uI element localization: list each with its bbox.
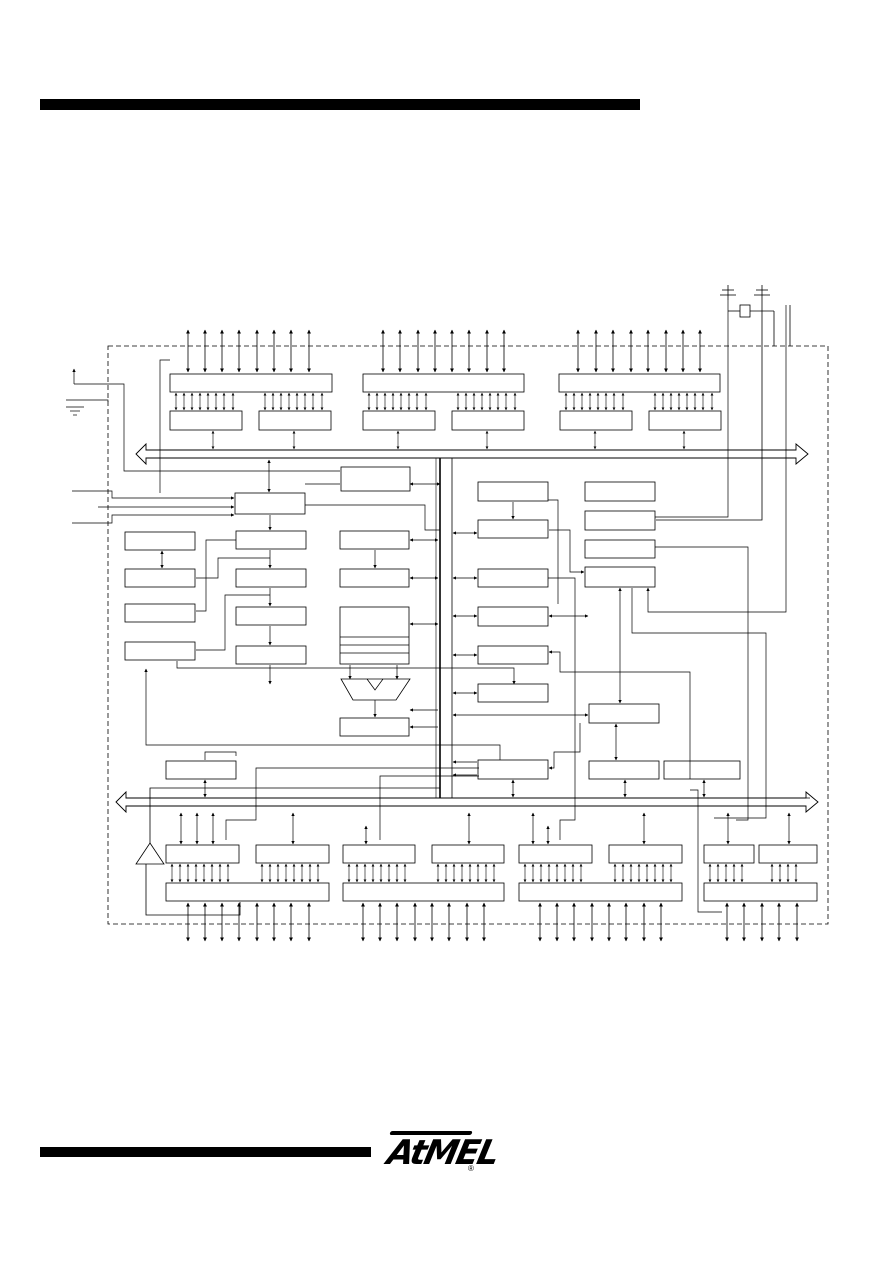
center-blocks xyxy=(339,466,411,737)
buffer-triangle-icon xyxy=(135,460,441,916)
lower-port-groups xyxy=(165,844,818,902)
registered-mark: ® xyxy=(468,1164,474,1173)
upper-port-pin-arrows xyxy=(186,329,702,373)
left-blocks xyxy=(124,492,307,780)
lower-port-pin-arrows xyxy=(186,902,799,942)
lower-right-wiring xyxy=(690,789,722,913)
internal-wiring xyxy=(144,300,787,840)
lower-data-bus xyxy=(115,790,819,814)
lower-bus-links xyxy=(179,812,791,845)
upper-data-bus xyxy=(135,442,809,466)
internal-vertical-bus xyxy=(435,458,810,799)
lower-register-links xyxy=(170,863,798,883)
upper-port-groups xyxy=(169,373,722,431)
header-rule xyxy=(40,99,640,110)
crystal-icon xyxy=(656,285,791,521)
left-external-signals xyxy=(66,368,340,524)
outer-boundary xyxy=(107,345,829,925)
right-blocks xyxy=(477,481,741,780)
upper-register-links xyxy=(174,392,714,450)
footer-rule xyxy=(40,1147,371,1157)
atmel-logo: AtMEL ® xyxy=(384,1131,502,1177)
logo-text: AtMEL xyxy=(383,1133,502,1173)
